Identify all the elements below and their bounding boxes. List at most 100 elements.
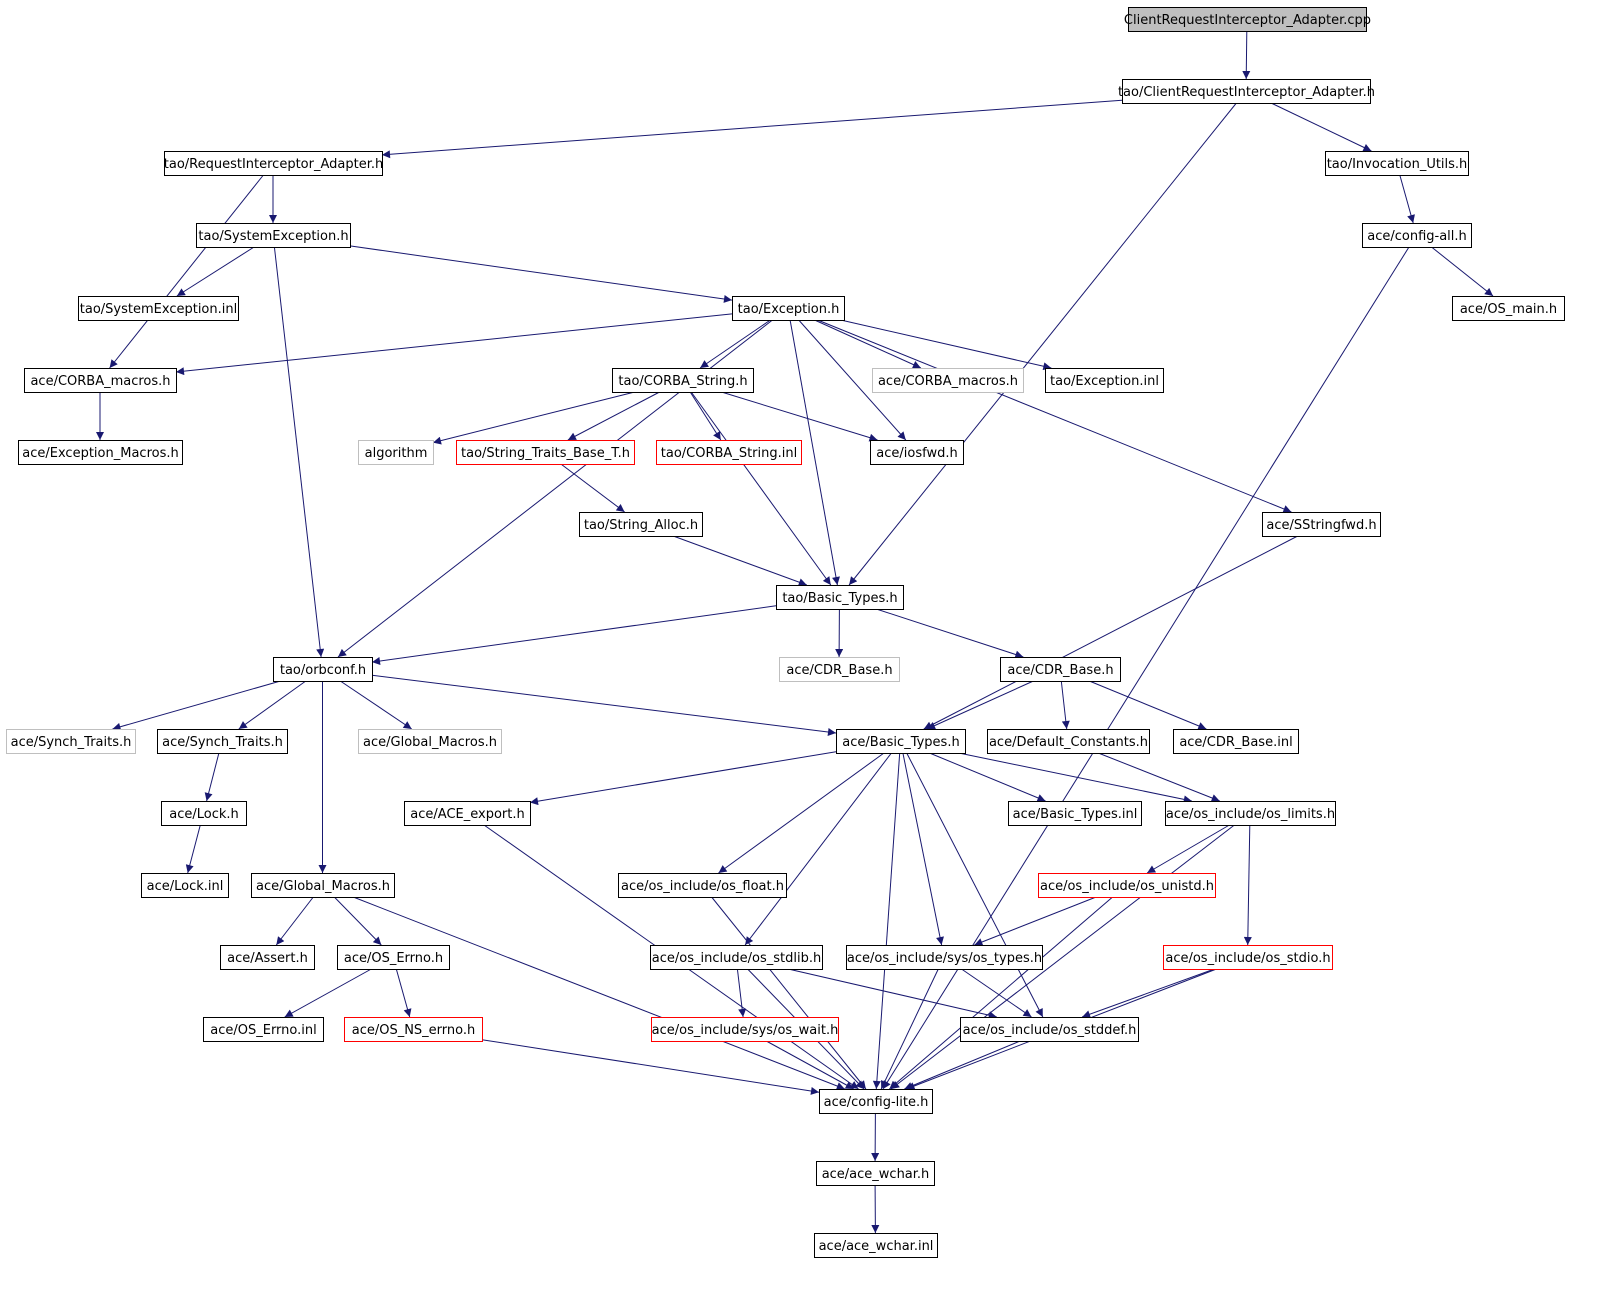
- node-n_stralloc[interactable]: tao/String_Alloc.h: [579, 512, 703, 537]
- node-n_corbamac2[interactable]: ace/CORBA_macros.h: [872, 368, 1024, 393]
- node-n_corbastrinl[interactable]: tao/CORBA_String.inl: [656, 440, 802, 465]
- node-box[interactable]: [1173, 729, 1299, 754]
- node-n_cfgall[interactable]: ace/config-all.h: [1362, 223, 1472, 248]
- node-box[interactable]: [776, 585, 904, 610]
- node-n_synch_g[interactable]: ace/Synch_Traits.h: [6, 729, 136, 754]
- node-n_oswait[interactable]: ace/os_include/sys/os_wait.h: [651, 1017, 839, 1042]
- node-n_acebt[interactable]: ace/Basic_Types.h: [836, 729, 966, 754]
- node-n_exc[interactable]: tao/Exception.h: [732, 296, 845, 321]
- node-n_orbconf[interactable]: tao/orbconf.h: [273, 657, 373, 682]
- node-n_ria[interactable]: tao/RequestInterceptor_Adapter.h: [164, 151, 383, 176]
- node-box[interactable]: [203, 1017, 324, 1042]
- node-box[interactable]: [18, 440, 183, 465]
- node-box[interactable]: [1008, 801, 1142, 826]
- node-box[interactable]: [1163, 945, 1333, 970]
- node-box[interactable]: [1000, 657, 1121, 682]
- node-box[interactable]: [157, 729, 288, 754]
- node-box[interactable]: [24, 368, 177, 393]
- node-n_globmac[interactable]: ace/Global_Macros.h: [251, 873, 395, 898]
- node-n_strtraits[interactable]: tao/String_Traits_Base_T.h: [456, 440, 635, 465]
- node-n_cfglite[interactable]: ace/config-lite.h: [819, 1089, 933, 1114]
- node-n_globmac_g[interactable]: ace/Global_Macros.h: [358, 729, 502, 754]
- node-n_osmain[interactable]: ace/OS_main.h: [1452, 296, 1565, 321]
- node-box[interactable]: [1128, 7, 1367, 32]
- node-box[interactable]: [456, 440, 635, 465]
- node-n_osstddef[interactable]: ace/os_include/os_stddef.h: [960, 1017, 1139, 1042]
- node-box[interactable]: [814, 1233, 938, 1258]
- node-box[interactable]: [358, 729, 502, 754]
- node-n_oserrno[interactable]: ace/OS_Errno.h: [337, 945, 450, 970]
- node-box[interactable]: [1122, 79, 1371, 104]
- node-box[interactable]: [846, 945, 1043, 970]
- node-box[interactable]: [344, 1017, 483, 1042]
- node-box[interactable]: [618, 873, 787, 898]
- node-n_iosfwd[interactable]: ace/iosfwd.h: [870, 440, 964, 465]
- node-box[interactable]: [732, 296, 845, 321]
- node-n_taobt[interactable]: tao/Basic_Types.h: [776, 585, 904, 610]
- node-n_sstrfwd[interactable]: ace/SStringfwd.h: [1262, 512, 1381, 537]
- node-box[interactable]: [1045, 368, 1164, 393]
- node-n_cdrbase[interactable]: ace/CDR_Base.h: [1000, 657, 1121, 682]
- node-n_cria[interactable]: tao/ClientRequestInterceptor_Adapter.h: [1118, 79, 1375, 104]
- node-n_lock[interactable]: ace/Lock.h: [161, 801, 247, 826]
- node-box[interactable]: [196, 223, 351, 248]
- node-box[interactable]: [1262, 512, 1381, 537]
- node-n_excinl[interactable]: tao/Exception.inl: [1045, 368, 1164, 393]
- node-box[interactable]: [579, 512, 703, 537]
- node-box[interactable]: [1165, 801, 1336, 826]
- node-box[interactable]: [1325, 151, 1469, 176]
- node-n_osunistd[interactable]: ace/os_include/os_unistd.h: [1038, 873, 1216, 898]
- node-box[interactable]: [816, 1161, 935, 1186]
- node-n_btinl[interactable]: ace/Basic_Types.inl: [1008, 801, 1142, 826]
- node-n_oserrnoinl[interactable]: ace/OS_Errno.inl: [203, 1017, 324, 1042]
- node-box[interactable]: [656, 440, 802, 465]
- node-n_ostypes[interactable]: ace/os_include/sys/os_types.h: [846, 945, 1043, 970]
- node-root[interactable]: ClientRequestInterceptor_Adapter.cpp: [1124, 7, 1371, 32]
- node-box[interactable]: [273, 657, 373, 682]
- node-box[interactable]: [819, 1089, 933, 1114]
- node-n_osstdlib[interactable]: ace/os_include/os_stdlib.h: [650, 945, 823, 970]
- node-box[interactable]: [6, 729, 136, 754]
- node-box[interactable]: [1452, 296, 1565, 321]
- node-n_sysexinl[interactable]: tao/SystemException.inl: [78, 296, 239, 321]
- node-n_synch[interactable]: ace/Synch_Traits.h: [157, 729, 288, 754]
- node-box[interactable]: [651, 1017, 839, 1042]
- node-n_inv[interactable]: tao/Invocation_Utils.h: [1325, 151, 1469, 176]
- node-box[interactable]: [1362, 223, 1472, 248]
- node-box[interactable]: [1038, 873, 1216, 898]
- node-n_oslimits[interactable]: ace/os_include/os_limits.h: [1165, 801, 1336, 826]
- node-n_assert[interactable]: ace/Assert.h: [220, 945, 315, 970]
- node-box[interactable]: [141, 873, 229, 898]
- node-box[interactable]: [251, 873, 395, 898]
- node-n_sysex[interactable]: tao/SystemException.h: [196, 223, 351, 248]
- node-n_defconst[interactable]: ace/Default_Constants.h: [987, 729, 1150, 754]
- node-box[interactable]: [78, 296, 239, 321]
- node-box[interactable]: [779, 657, 900, 682]
- node-box[interactable]: [870, 440, 964, 465]
- node-box[interactable]: [960, 1017, 1139, 1042]
- node-box[interactable]: [404, 801, 531, 826]
- node-n_wchar[interactable]: ace/ace_wchar.h: [816, 1161, 935, 1186]
- node-box[interactable]: [220, 945, 315, 970]
- node-box[interactable]: [161, 801, 247, 826]
- node-box[interactable]: [836, 729, 966, 754]
- node-n_corbastr[interactable]: tao/CORBA_String.h: [612, 368, 754, 393]
- node-n_osnserrno[interactable]: ace/OS_NS_errno.h: [344, 1017, 483, 1042]
- node-n_excmac[interactable]: ace/Exception_Macros.h: [18, 440, 183, 465]
- node-n_algo[interactable]: algorithm: [358, 440, 434, 465]
- node-box[interactable]: [612, 368, 754, 393]
- node-box[interactable]: [337, 945, 450, 970]
- node-box[interactable]: [650, 945, 823, 970]
- node-n_corbamac[interactable]: ace/CORBA_macros.h: [24, 368, 177, 393]
- node-box[interactable]: [872, 368, 1024, 393]
- node-n_cdrinl[interactable]: ace/CDR_Base.inl: [1173, 729, 1299, 754]
- node-n_cdrbase_g[interactable]: ace/CDR_Base.h: [779, 657, 900, 682]
- node-box[interactable]: [164, 151, 383, 176]
- node-n_lockinl[interactable]: ace/Lock.inl: [141, 873, 229, 898]
- node-n_osstdio[interactable]: ace/os_include/os_stdio.h: [1163, 945, 1333, 970]
- node-n_aceexport[interactable]: ace/ACE_export.h: [404, 801, 531, 826]
- node-n_osfloat[interactable]: ace/os_include/os_float.h: [618, 873, 787, 898]
- node-box[interactable]: [987, 729, 1150, 754]
- node-n_wcharinl[interactable]: ace/ace_wchar.inl: [814, 1233, 938, 1258]
- node-box[interactable]: [358, 440, 434, 465]
